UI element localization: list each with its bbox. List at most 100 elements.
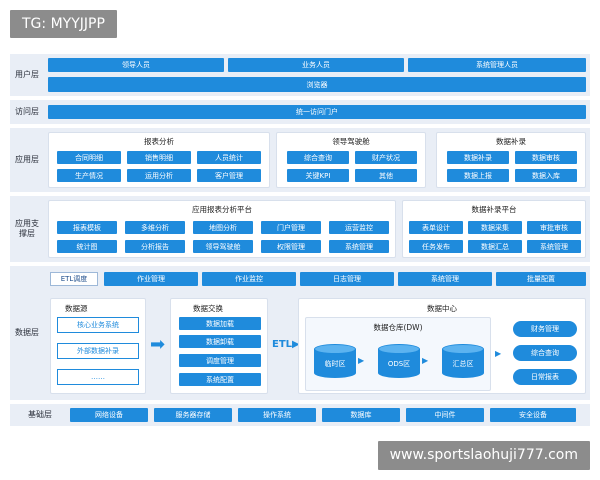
layer-label: 数据层 [15,327,39,337]
database-icon: ODS区 [378,344,420,378]
layer-label: 访问层 [15,106,39,116]
panel-title: 数据补录 [496,137,526,146]
app-item: 综合查询 [287,151,349,164]
role-admin: 系统管理人员 [408,58,586,72]
layer-label: 基础层 [28,409,52,419]
etl-item: 作业管理 [104,272,198,286]
source-item: …… [57,369,139,385]
role-leader: 领导人员 [48,58,224,72]
exchange-item: 数据加载 [179,317,261,330]
base-item: 网络设备 [70,408,148,422]
etl-item: 作业监控 [202,272,296,286]
zone-label: 汇总区 [452,360,474,368]
support-item: 门户管理 [261,221,321,234]
support-item: 权限管理 [261,240,321,253]
warehouse-panel: 数据仓库(DW) 临时区 ▶ ODS区 ▶ 汇总区 [305,317,491,391]
exchange-item: 调度管理 [179,354,261,367]
etl-arrow-icon: ▶ [358,356,365,365]
support-item: 报表模板 [57,221,117,234]
support-item: 分析报告 [125,240,185,253]
support-item: 数据汇总 [468,240,522,253]
layer-label: 应用层 [15,154,39,164]
user-layer: 用户层 领导人员 业务人员 系统管理人员 浏览器 [10,54,590,96]
app-item: 财产状况 [355,151,417,164]
support-item: 数据采集 [468,221,522,234]
mart-item: 财务管理 [513,321,577,337]
support-item: 审批审核 [527,221,581,234]
app-item: 运用分析 [127,169,191,182]
panel-title: 报表分析 [144,137,174,146]
base-item: 中间件 [406,408,484,422]
panel-title: 数据补录平台 [471,205,517,214]
support-item: 系统管理 [527,240,581,253]
panel-title: 应用报表分析平台 [192,205,252,214]
support-item: 多维分析 [125,221,185,234]
supplement-platform-panel: 数据补录平台 表单设计 数据采集 审批审核 任务发布 数据汇总 系统管理 [402,200,586,258]
database-icon: 临时区 [314,344,356,378]
etl-arrow-icon: ETL▶ [272,339,300,350]
exchange-item: 系统配置 [179,373,261,386]
top-tag: TG: MYYJJPP [10,10,117,38]
data-exchange-panel: 数据交换 数据加载 数据卸载 调度管理 系统配置 [170,298,268,394]
panel-title: 数据仓库(DW) [373,323,423,332]
data-source-panel: 数据源 核心业务系统 外部数据补录 …… [50,298,146,394]
zone-label: 临时区 [324,360,346,368]
mart-item: 日常报表 [513,369,577,385]
etl-schedule-label: ETL调度 [50,272,98,286]
panel-title: 领导驾驶舱 [332,137,370,146]
watermark: www.sportslaohuji777.com [377,441,590,470]
mart-item: 综合查询 [513,345,577,361]
data-supplement-panel: 数据补录 数据补录 数据审核 数据上报 数据入库 [436,132,586,188]
app-item: 生产情况 [57,169,121,182]
support-item: 统计图 [57,240,117,253]
app-item: 数据上报 [447,169,509,182]
panel-title: 数据中心 [427,304,457,313]
report-analysis-panel: 报表分析 合同明细 销售明细 人员统计 生产情况 运用分析 客户管理 [48,132,270,188]
app-item: 客户管理 [197,169,261,182]
support-item: 地图分析 [193,221,253,234]
base-item: 数据库 [322,408,400,422]
panel-title: 数据源 [65,304,88,313]
access-layer: 访问层 统一访问门户 [10,100,590,124]
base-item: 安全设备 [490,408,576,422]
base-item: 操作系统 [238,408,316,422]
app-item: 数据审核 [515,151,577,164]
data-layer: 数据层 ETL调度 作业管理 作业监控 日志管理 系统管理 批量配置 数据源 核… [10,266,590,400]
app-item: 关键KPI [287,169,349,182]
app-layer: 应用层 报表分析 合同明细 销售明细 人员统计 生产情况 运用分析 客户管理 领… [10,128,590,192]
portal-bar: 统一访问门户 [48,105,586,119]
base-item: 服务器存储 [154,408,232,422]
app-item: 数据补录 [447,151,509,164]
etl-arrow-icon: ▶ [495,349,502,358]
layer-label: 应用支撑层 [15,218,39,238]
etl-item: 系统管理 [398,272,492,286]
browser-bar: 浏览器 [48,77,586,92]
database-icon: 汇总区 [442,344,484,378]
panel-title: 数据交换 [193,304,223,313]
role-business: 业务人员 [228,58,404,72]
app-item: 其他 [355,169,417,182]
right-arrow-icon: ➡ [150,334,166,355]
support-item: 系统管理 [329,240,389,253]
etl-item: 日志管理 [300,272,394,286]
base-layer: 基础层 网络设备 服务器存储 操作系统 数据库 中间件 安全设备 [10,404,590,426]
support-item: 运营监控 [329,221,389,234]
etl-item: 批量配置 [496,272,586,286]
etl-arrow-icon: ▶ [422,356,429,365]
app-item: 数据入库 [515,169,577,182]
report-platform-panel: 应用报表分析平台 报表模板 多维分析 地图分析 门户管理 运营监控 统计图 分析… [48,200,396,258]
support-layer: 应用支撑层 应用报表分析平台 报表模板 多维分析 地图分析 门户管理 运营监控 … [10,196,590,262]
support-item: 领导驾驶舱 [193,240,253,253]
etl-arrow-label: ETL [272,339,293,350]
app-item: 人员统计 [197,151,261,164]
app-item: 合同明细 [57,151,121,164]
support-item: 任务发布 [409,240,463,253]
support-item: 表单设计 [409,221,463,234]
leader-cockpit-panel: 领导驾驶舱 综合查询 财产状况 关键KPI 其他 [276,132,426,188]
app-item: 销售明细 [127,151,191,164]
layer-label: 用户层 [15,69,39,79]
source-item: 外部数据补录 [57,343,139,359]
zone-label: ODS区 [387,360,411,368]
exchange-item: 数据卸载 [179,335,261,348]
